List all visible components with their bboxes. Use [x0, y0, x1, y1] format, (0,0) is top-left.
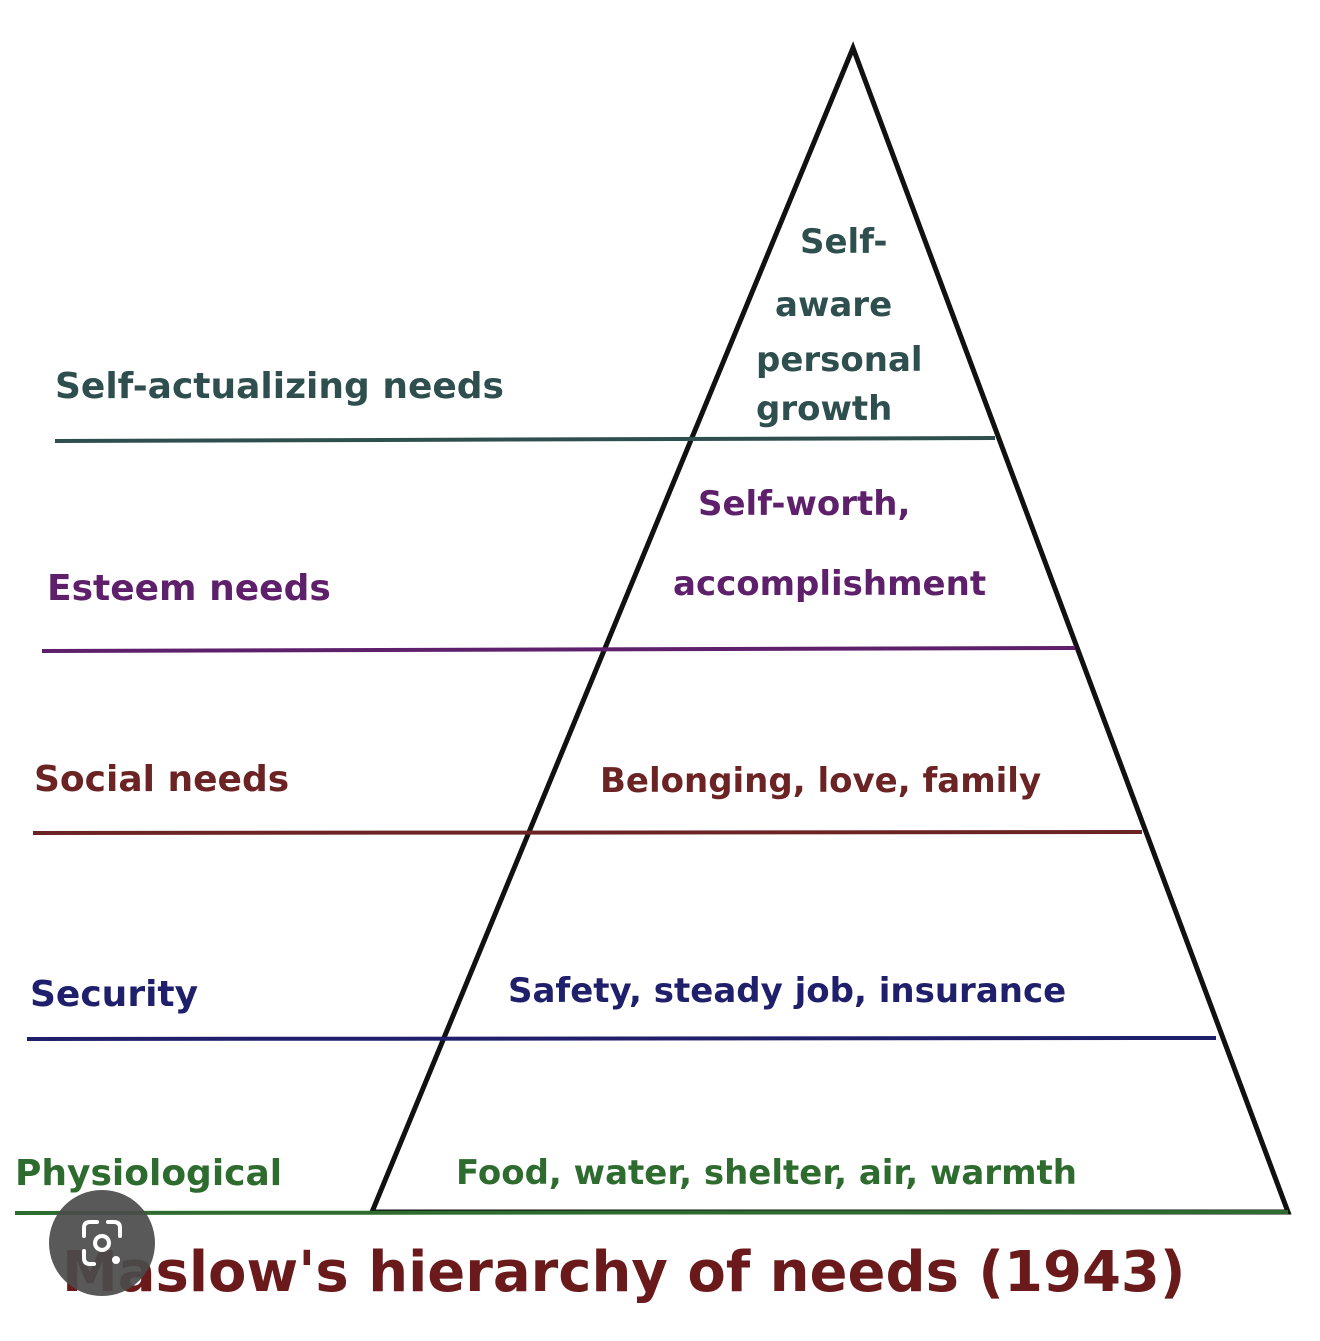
- level-example-self-actualizing: Self-: [800, 222, 888, 262]
- level-example-esteem: accomplishment: [673, 564, 986, 604]
- lens-dot-icon: [112, 1256, 120, 1264]
- level-example-esteem: Self-worth,: [698, 484, 910, 524]
- level-label-social: Social needs: [34, 759, 289, 800]
- level-example-physiological: Food, water, shelter, air, warmth: [456, 1153, 1077, 1193]
- diagram-title: Maslow's hierarchy of needs (1943): [62, 1240, 1185, 1305]
- level-label-self-actualizing: Self-actualizing needs: [55, 366, 504, 407]
- level-example-security: Safety, steady job, insurance: [508, 971, 1066, 1011]
- level-example-self-actualizing: personal: [756, 340, 923, 380]
- level-label-physiological: Physiological: [15, 1153, 282, 1194]
- lens-search-button[interactable]: [49, 1190, 155, 1296]
- lens-search-icon: [82, 1220, 122, 1266]
- level-example-self-actualizing: aware: [775, 285, 892, 325]
- level-label-esteem: Esteem needs: [47, 568, 331, 609]
- level-divider-esteem: [41, 646, 1076, 653]
- level-divider-physiological: [14, 1210, 1289, 1215]
- level-example-social: Belonging, love, family: [600, 761, 1041, 801]
- level-divider-social: [32, 830, 1143, 835]
- level-example-self-actualizing: growth: [756, 389, 892, 429]
- level-label-security: Security: [30, 974, 198, 1015]
- level-divider-self-actualizing: [54, 436, 996, 443]
- level-divider-security: [26, 1036, 1217, 1041]
